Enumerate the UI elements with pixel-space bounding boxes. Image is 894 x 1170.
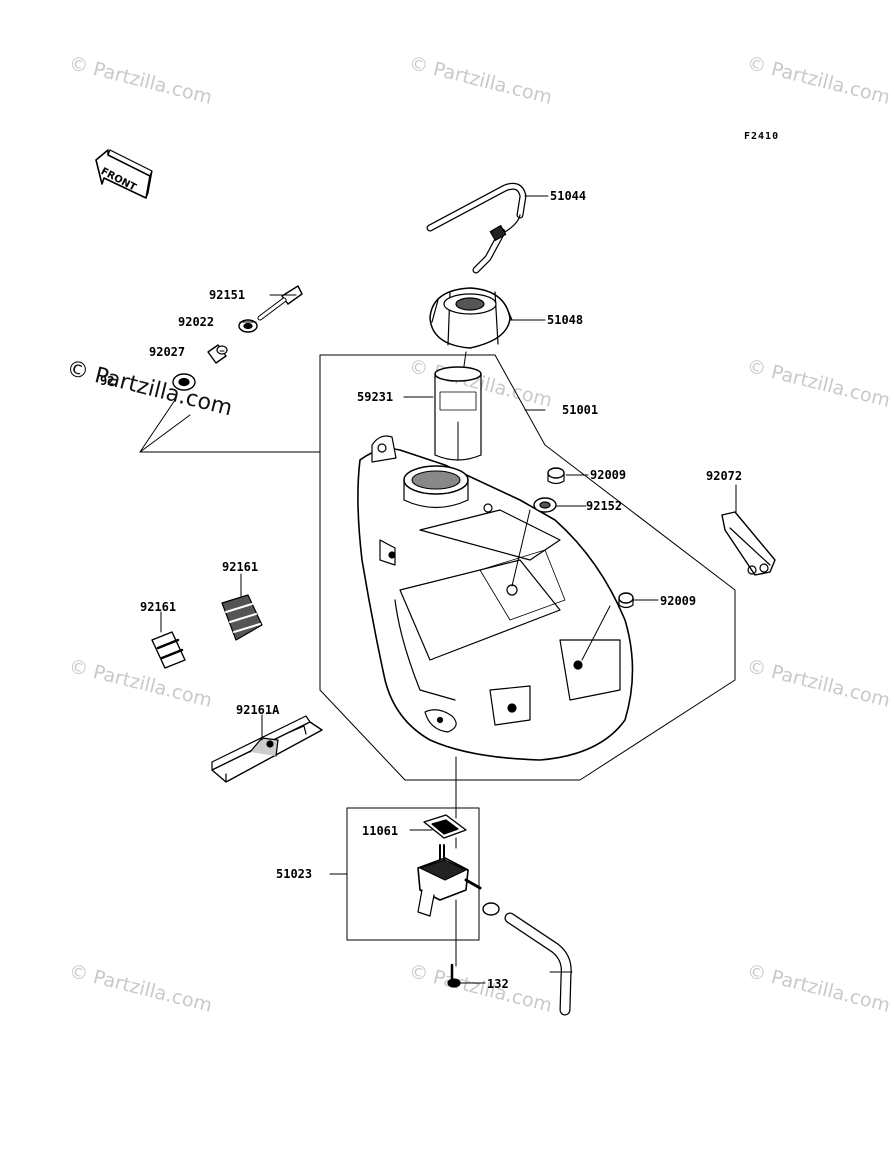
part-label-92072[interactable]: 92072 — [706, 469, 743, 483]
part-label-92027[interactable]: 92027 — [149, 345, 186, 359]
gasket-11061 — [423, 814, 467, 839]
part-label-59231[interactable]: 59231 — [357, 390, 394, 404]
front-arrow-icon — [95, 149, 153, 199]
part-label-92152[interactable]: 92152 — [586, 499, 623, 513]
part-label-11061[interactable]: 11061 — [362, 824, 399, 838]
pad-92161-left — [151, 631, 186, 669]
grommet-92152 — [533, 497, 557, 513]
part-label-92161-right[interactable]: 92161 — [222, 560, 259, 574]
part-label-92161A[interactable]: 92161A — [236, 703, 280, 717]
fuel-tank-51001 — [357, 435, 634, 761]
tank-group-outline — [319, 354, 736, 781]
part-label-92-partial[interactable]: 92 — [100, 374, 115, 388]
part-label-92161-left[interactable]: 92161 — [140, 600, 177, 614]
plug-92009-side — [618, 592, 634, 609]
part-label-51048[interactable]: 51048 — [547, 313, 584, 327]
fuel-cock-51023 — [417, 844, 500, 917]
clip-92072 — [721, 511, 776, 576]
part-label-92022[interactable]: 92022 — [178, 315, 215, 329]
bolt-92151 — [257, 285, 303, 321]
plug-92009-top — [547, 467, 565, 485]
part-label-132[interactable]: 132 — [487, 977, 509, 991]
part-label-92009-top[interactable]: 92009 — [590, 468, 627, 482]
part-label-51001[interactable]: 51001 — [562, 403, 599, 417]
grommet-left — [172, 373, 196, 391]
screw-132 — [447, 963, 461, 988]
fuel-cap-51048 — [429, 287, 513, 349]
part-label-51044[interactable]: 51044 — [550, 189, 587, 203]
fuel-hose — [504, 912, 573, 1016]
part-label-51023[interactable]: 51023 — [276, 867, 313, 881]
diagram-code: F2410 — [744, 131, 780, 142]
washer-92022 — [238, 319, 258, 333]
breather-hose-51044 — [426, 182, 527, 274]
part-label-92151[interactable]: 92151 — [209, 288, 246, 302]
part-label-92009-side[interactable]: 92009 — [660, 594, 697, 608]
pad-92161-right — [221, 594, 263, 641]
collar-92027 — [207, 344, 228, 364]
pad-92161A — [211, 715, 323, 783]
